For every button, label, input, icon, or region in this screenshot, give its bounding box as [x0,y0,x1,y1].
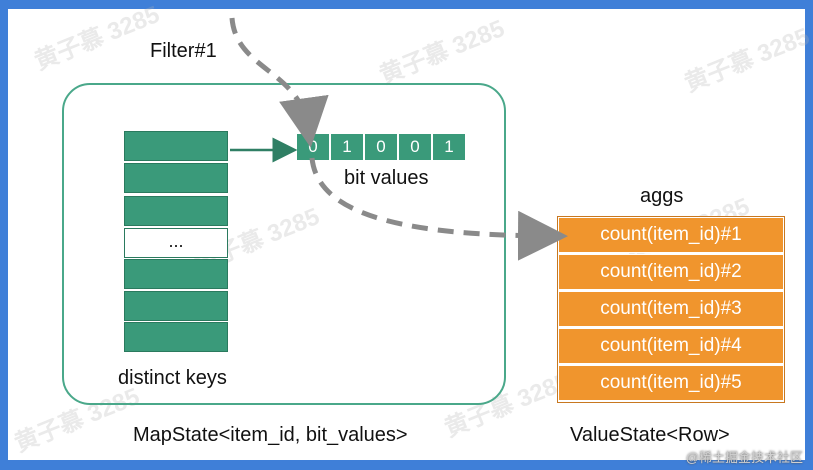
distinct-key-ellipsis-row: ... [124,228,228,258]
bit-cell: 1 [330,133,364,161]
bit-values-label: bit values [344,167,429,189]
distinct-key-row [124,131,228,161]
distinct-key-row [124,322,228,352]
distinct-key-row [124,259,228,289]
agg-row: count(item_id)#2 [558,254,784,290]
valuestate-label: ValueState<Row> [570,424,730,446]
bit-cell: 1 [432,133,466,161]
bit-cell: 0 [398,133,432,161]
distinct-keys-label: distinct keys [118,367,227,389]
agg-row: count(item_id)#4 [558,328,784,364]
distinct-key-row [124,291,228,321]
distinct-key-row [124,163,228,193]
bits-to-aggs-dashed-arrow [309,157,568,261]
agg-row: count(item_id)#3 [558,291,784,327]
ellipsis-text: ... [168,231,184,251]
agg-row: count(item_id)#1 [558,217,784,253]
mapstate-label: MapState<item_id, bit_values> [133,424,408,446]
site-watermark: @稀土掘金技术社区 [685,450,803,465]
distinct-key-row [124,196,228,226]
filter-label: Filter#1 [150,40,217,62]
agg-row: count(item_id)#5 [558,365,784,401]
aggs-label: aggs [640,185,684,207]
filter-dashed-arrow [229,17,329,148]
bit-cell: 0 [364,133,398,161]
